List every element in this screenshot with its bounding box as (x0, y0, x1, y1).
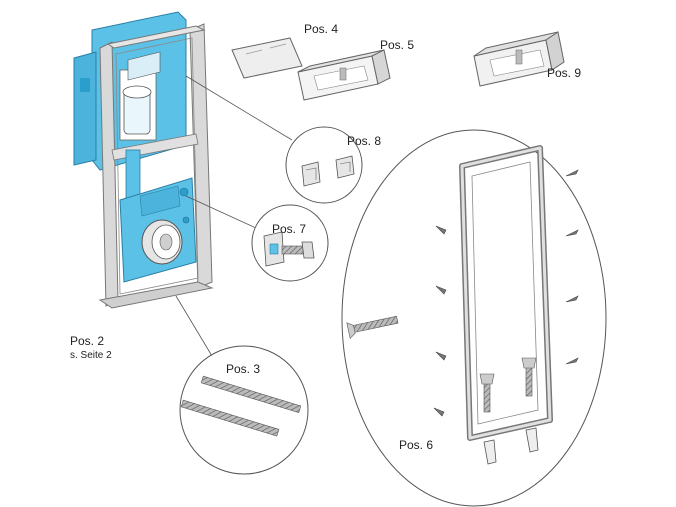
label-pos4: Pos. 4 (304, 22, 339, 36)
installation-frame (73, 11, 214, 309)
label-pos3: Pos. 3 (226, 362, 261, 376)
label-pos9: Pos. 9 (547, 66, 582, 80)
label-pos5: Pos. 5 (380, 38, 415, 52)
pos3-detail (179, 345, 309, 475)
frame-rail-right (189, 23, 213, 289)
label-pos2-note: s. Seite 2 (70, 350, 112, 361)
pos7-detail (251, 204, 329, 282)
label-pos6: Pos. 6 (399, 438, 434, 452)
label-pos2: Pos. 2 (70, 334, 105, 348)
pos6-detail (341, 129, 607, 507)
label-pos8: Pos. 8 (347, 134, 382, 148)
label-pos7: Pos. 7 (272, 222, 307, 236)
pos5-box (297, 49, 391, 101)
pos4-plate (231, 37, 303, 79)
pos8-detail (285, 126, 363, 204)
pos9-box (473, 31, 565, 87)
